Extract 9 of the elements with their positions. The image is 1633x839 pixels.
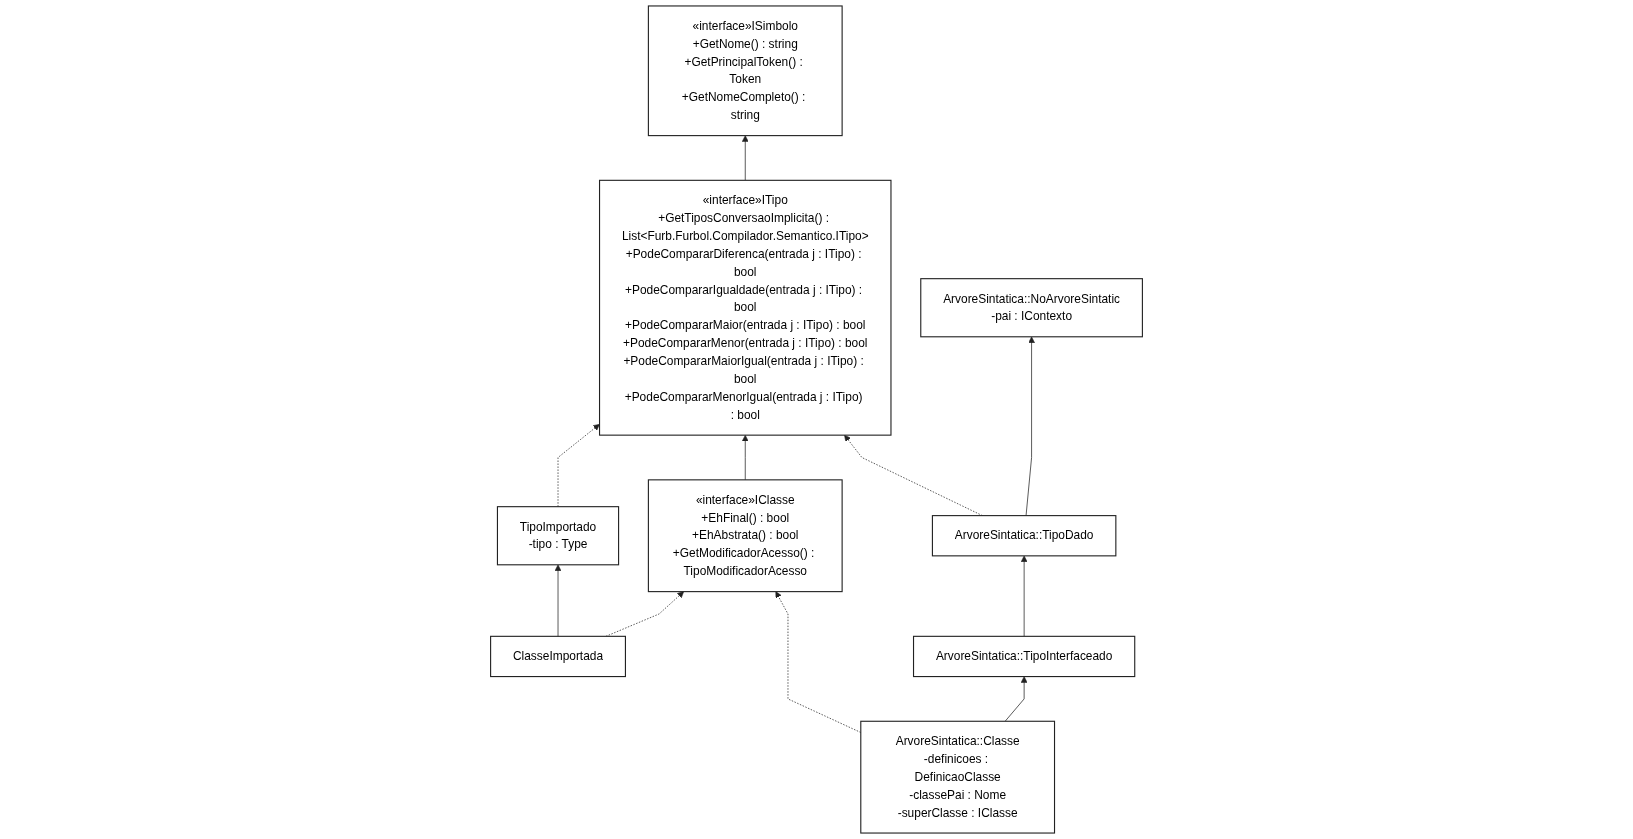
- node-box: ClasseImportada: [490, 635, 626, 678]
- node-box: ArvoreSintatica::TipoDado: [931, 515, 1117, 557]
- node-box: ArvoreSintatica::Classe -definicoes : DefinicaoClasse -classePai : Nome -superClasse : IClasse: [860, 720, 1056, 834]
- node-box: TipoImportado -tipo : Type: [496, 506, 620, 566]
- node-box: «interface»ITipo +GetTiposConversaoImplicita() : List<Furb.Furbol.Compilador.Semantico.ITipo> +PodeCompararDiferenca(entrada j : ITipo) : bool +PodeCompararIgualdade(entrada j : ITipo) : bool +PodeCompararMaior(entrada j : ITipo) : bool +PodeCompararMenor(entrada j : ITipo) : bool +PodeCompararMaiorIgual(entrada j : ITipo) : bool +PodeCompararMenorIgual(entrada j : ITipo) : bool: [599, 179, 892, 436]
- node-box: «interface»ISimbolo +GetNome() : string +GetPrincipalToken() : Token +GetNomeCompleto() : string: [647, 5, 843, 137]
- node-box: ArvoreSintatica::TipoInterfaceado: [912, 635, 1136, 678]
- node-box: «interface»IClasse +EhFinal() : bool +EhAbstrata() : bool +GetModificadorAcesso() : TipoModificadorAcesso: [647, 479, 843, 593]
- node-box: ArvoreSintatica::NoArvoreSintatic -pai : IContexto: [920, 278, 1143, 338]
